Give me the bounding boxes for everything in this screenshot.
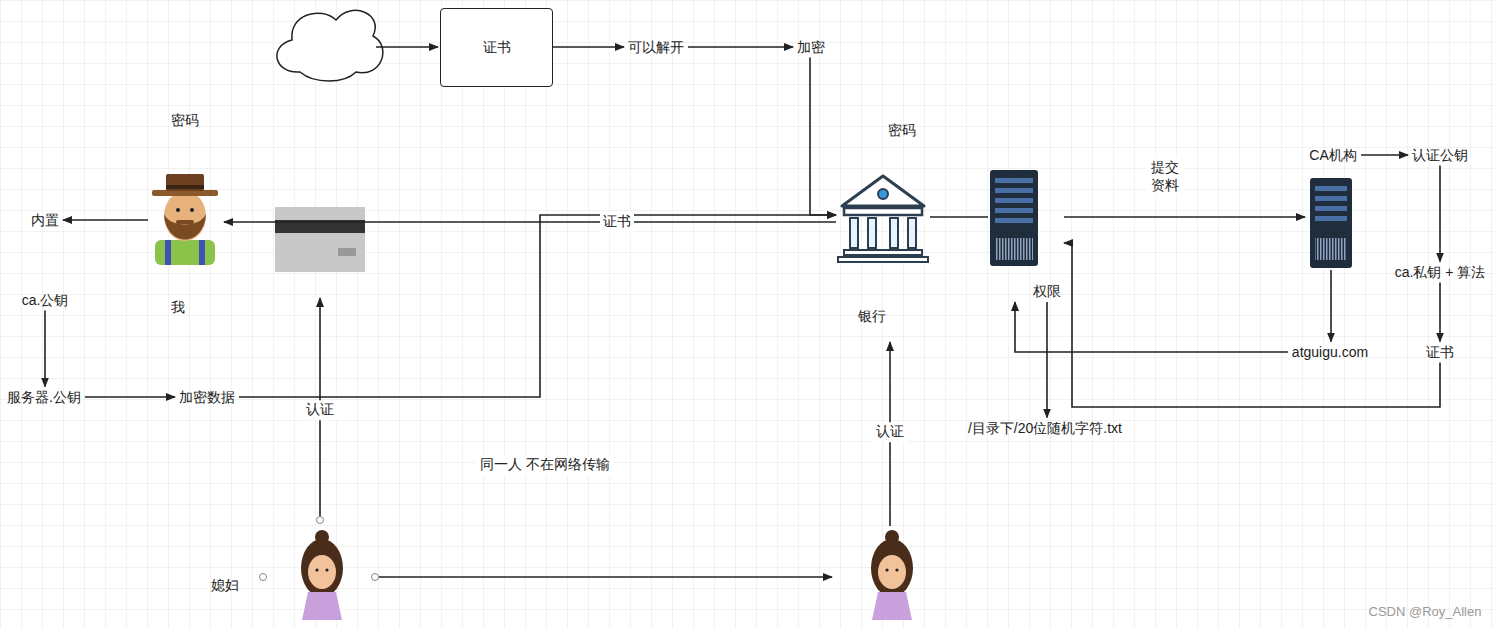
figure-label: 媳妇 xyxy=(211,577,239,594)
bank-card xyxy=(275,207,365,272)
connector-arrow xyxy=(1439,282,1441,341)
connector-arrow xyxy=(1064,243,1440,407)
farmer-icon xyxy=(152,174,218,265)
figure-label: CA机构 xyxy=(1309,147,1356,164)
edge-note: 认证 xyxy=(873,422,907,442)
connector-arrow xyxy=(224,221,836,223)
server-figure: 权限 xyxy=(988,168,1064,302)
figure-label: 密码 xyxy=(888,122,916,139)
user-figure: 密码我 xyxy=(148,110,224,318)
step-text: 认证公钥 xyxy=(1408,145,1472,166)
figure-label: 权限 xyxy=(1033,283,1061,300)
step-text: 可以解开 xyxy=(624,37,688,58)
server-icon xyxy=(990,170,1038,266)
edge-label: 证书 xyxy=(600,212,634,232)
handle-dot xyxy=(372,574,379,581)
node-text: ca.私钥 + 算法 xyxy=(1395,264,1486,281)
node-text: 服务器.公钥 xyxy=(7,389,81,406)
edge-label: 提交 资料 xyxy=(1147,158,1184,195)
handle-dot xyxy=(317,517,324,524)
cloud-arrow xyxy=(376,46,438,48)
step-text: 加密 xyxy=(793,37,829,58)
node-text: ca.公钥 xyxy=(22,292,69,309)
same-person-arrow xyxy=(379,576,832,578)
node-text: atguigu.com xyxy=(1292,344,1368,361)
connector-arrow xyxy=(63,219,148,221)
ca-server-icon xyxy=(1310,178,1352,268)
connector-arrow xyxy=(239,215,836,397)
node-text: 证书 xyxy=(1426,344,1454,361)
certificate-box: 证书 xyxy=(440,8,553,87)
edge-note: 认证 xyxy=(303,400,337,420)
note-text: 同一人 不在网络传输 xyxy=(477,455,613,475)
connector-arrow xyxy=(1046,302,1048,418)
node-text: 认证公钥 xyxy=(1412,147,1468,164)
figure-label: 银行 xyxy=(858,308,886,325)
node-text: 加密数据 xyxy=(179,389,235,406)
ca-server-figure: CA机构 xyxy=(1305,143,1361,270)
step-text: atguigu.com xyxy=(1288,342,1372,363)
node-text: 内置 xyxy=(31,212,59,229)
step-text: /目录下/20位随机字符.txt xyxy=(964,418,1126,439)
node-text: /目录下/20位随机字符.txt xyxy=(968,420,1122,437)
cloud-shape xyxy=(277,10,383,81)
connector-arrow xyxy=(1439,165,1441,261)
wife-icon xyxy=(301,530,343,620)
bank-figure: 密码银行 xyxy=(836,120,930,326)
handle-dot xyxy=(260,574,267,581)
figure-label: 密码 xyxy=(171,112,199,129)
connector-arrow xyxy=(1015,302,1288,352)
step-text: ca.私钥 + 算法 xyxy=(1391,262,1490,283)
step-text: 加密数据 xyxy=(175,387,239,408)
figure-label: 我 xyxy=(171,299,185,316)
node-text: 加密 xyxy=(797,39,825,56)
node-text: 可以解开 xyxy=(628,39,684,56)
connector-arrow xyxy=(553,46,624,48)
connector-arrow xyxy=(810,57,836,215)
step-text: 证书 xyxy=(1422,342,1458,363)
step-text: ca.公钥 xyxy=(18,290,73,311)
wife-figure: 媳妇 xyxy=(205,528,350,623)
connector-arrow xyxy=(1064,216,1305,218)
watermark: CSDN @Roy_Allen xyxy=(1366,603,1485,621)
connector-arrow xyxy=(688,46,793,48)
step-text: 服务器.公钥 xyxy=(3,387,85,408)
connector-arrow xyxy=(1330,270,1332,342)
bank-icon xyxy=(838,176,928,262)
wife-icon xyxy=(871,530,913,620)
connector-arrow xyxy=(930,216,988,218)
connector-arrow xyxy=(85,396,175,398)
box-label: 证书 xyxy=(483,39,511,56)
step-text: 内置 xyxy=(27,210,63,231)
connector-arrow xyxy=(44,310,46,386)
connector-arrow xyxy=(1361,154,1408,156)
